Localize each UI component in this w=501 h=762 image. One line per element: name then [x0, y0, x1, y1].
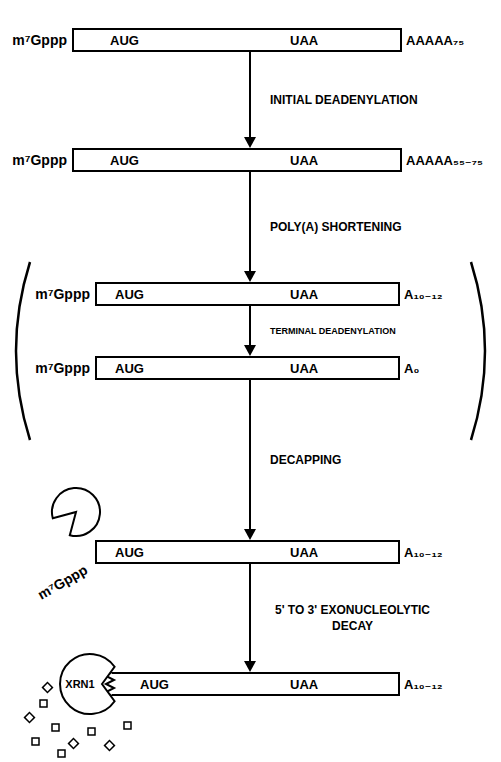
- cap-label: m⁷Gppp: [12, 32, 67, 48]
- step-label: TERMINAL DEADENYLATION: [268, 325, 398, 337]
- stop-codon: UAA: [290, 153, 318, 168]
- mrna-box: AUG UAA: [112, 672, 400, 696]
- process-arrow: [244, 380, 256, 540]
- enzyme-name: XRN1: [65, 678, 94, 690]
- mrna-box: AUG UAA: [72, 148, 402, 172]
- stop-codon: UAA: [290, 33, 318, 48]
- pacman-shape: [60, 654, 115, 714]
- cap-label: m⁷Gppp: [35, 286, 90, 302]
- left-parenthesis: [16, 262, 30, 440]
- poly-a-tail: A₀: [404, 361, 419, 376]
- start-codon: AUG: [110, 33, 139, 48]
- process-arrow: [244, 306, 256, 356]
- start-codon: AUG: [110, 153, 139, 168]
- start-codon: AUG: [115, 545, 144, 560]
- process-arrow: [244, 172, 256, 282]
- poly-a-tail: A₁₀₋₁₂: [404, 545, 443, 560]
- mrna-box: AUG UAA: [95, 356, 400, 380]
- stop-codon: UAA: [290, 545, 318, 560]
- step-label: INITIAL DEADENYLATION: [268, 92, 420, 108]
- stop-codon: UAA: [290, 677, 318, 692]
- stop-codon: UAA: [290, 361, 318, 376]
- xrn1-enzyme: XRN1: [58, 652, 122, 716]
- start-codon: AUG: [115, 287, 144, 302]
- step-label: POLY(A) SHORTENING: [268, 219, 404, 235]
- cap-label: m⁷Gppp: [12, 152, 67, 168]
- poly-a-tail: A₁₀₋₁₂: [404, 287, 443, 302]
- step-label: 5' TO 3' EXONUCLEOLYTIC DECAY: [268, 602, 437, 634]
- right-parenthesis: [471, 262, 485, 440]
- stop-codon: UAA: [290, 287, 318, 302]
- start-codon: AUG: [140, 677, 169, 692]
- poly-a-tail: A₁₀₋₁₂: [404, 677, 443, 692]
- process-arrow: [244, 564, 256, 672]
- cap-label: m⁷Gppp: [34, 561, 89, 602]
- mrna-box: AUG UAA: [95, 282, 400, 306]
- poly-a-tail: AAAAA₇₅: [406, 33, 464, 48]
- poly-a-tail: AAAAA₅₅₋₇₅: [406, 153, 483, 168]
- mrna-box: AUG UAA: [72, 28, 402, 52]
- step-label: DECAPPING: [268, 452, 343, 468]
- decapping-enzyme: [52, 488, 100, 536]
- mrna-box: AUG UAA: [95, 540, 400, 564]
- process-arrow: [244, 52, 256, 148]
- start-codon: AUG: [115, 361, 144, 376]
- cap-label: m⁷Gppp: [35, 360, 90, 376]
